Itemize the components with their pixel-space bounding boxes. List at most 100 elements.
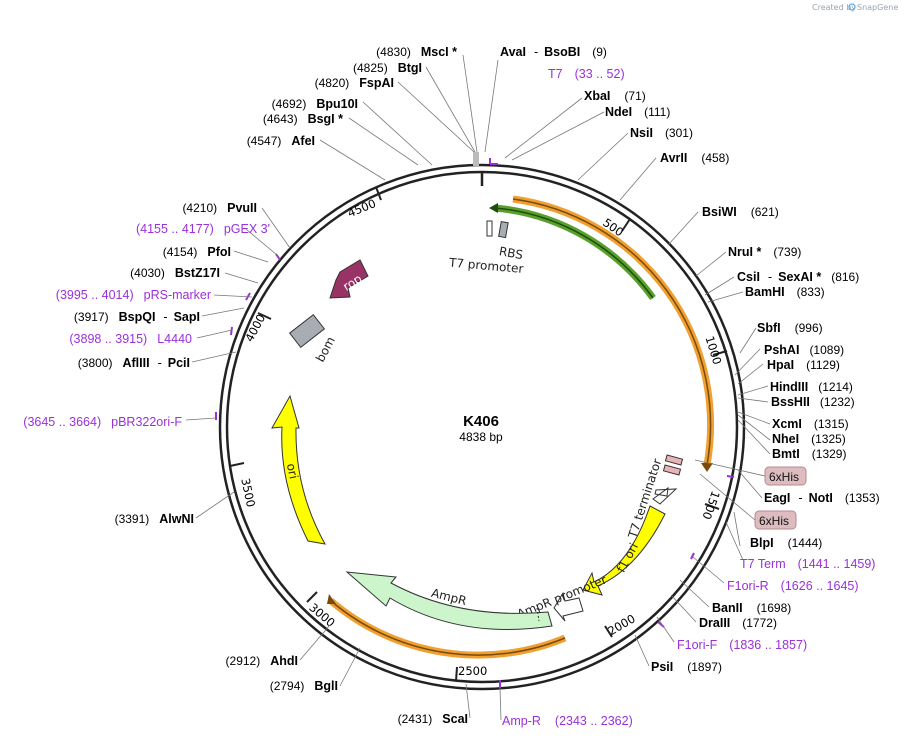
site-bgli-pos: (2794): [270, 679, 305, 693]
site-avrii-pos: (458): [701, 151, 729, 165]
snapgene-logo-icon: [848, 3, 856, 11]
site-nsii-pos: (301): [665, 126, 693, 140]
svg-text:AvaI-BsoBI(9): AvaI-BsoBI(9): [500, 45, 607, 59]
tick-label-2000: 2000: [605, 611, 637, 638]
rbs-box: [498, 221, 509, 239]
site-sbfi[interactable]: SbfI: [757, 321, 781, 335]
site-bsiwi[interactable]: BsiWI: [702, 205, 737, 219]
credit-prefix: Created by: [812, 3, 856, 12]
primer-pbr322ori-f[interactable]: pBR322ori-F: [111, 415, 182, 429]
site-csii[interactable]: CsiI: [737, 270, 760, 284]
site-afei-pos: (4547): [247, 134, 282, 148]
svg-text:BanII(1698): BanII(1698): [712, 601, 791, 615]
primer-pgex3[interactable]: pGEX 3': [224, 222, 270, 236]
primer-f1ori-r[interactable]: F1ori-R: [727, 579, 769, 593]
site-sapi[interactable]: SapI: [174, 310, 200, 324]
site-sexai[interactable]: SexAI *: [778, 270, 821, 284]
site-xcmi[interactable]: XcmI: [772, 417, 802, 431]
site-eagi[interactable]: EagI: [764, 491, 790, 505]
primer-pgex3-range: (4155 .. 4177): [136, 222, 214, 236]
his-tag-box-1: [664, 454, 684, 466]
svg-text:(3917)BspQI-SapI: (3917)BspQI-SapI: [74, 310, 200, 324]
site-btgi[interactable]: BtgI: [398, 61, 422, 75]
site-bsshii[interactable]: BssHII: [771, 395, 810, 409]
t7-terminator-arrow: [652, 486, 678, 505]
site-afei[interactable]: AfeI: [291, 134, 315, 148]
site-banii[interactable]: BanII: [712, 601, 743, 615]
site-bgli[interactable]: BglI: [314, 679, 338, 693]
site-pfoi[interactable]: PfoI: [207, 245, 231, 259]
site-bsgi[interactable]: BsgI *: [308, 112, 344, 126]
site-bpu10i-pos: (4692): [272, 97, 307, 111]
svg-text:NheI(1325): NheI(1325): [772, 432, 846, 446]
site-bsobi[interactable]: BsoBI: [544, 45, 580, 59]
primer-t7-term[interactable]: T7 Term: [740, 557, 786, 571]
svg-text:HpaI(1129): HpaI(1129): [767, 358, 840, 372]
site-pshai[interactable]: PshAI: [764, 343, 799, 357]
orf-arc-upper: [512, 198, 712, 466]
svg-text:BssHII(1232): BssHII(1232): [771, 395, 855, 409]
site-avai[interactable]: AvaI: [500, 45, 526, 59]
svg-text:DraIII(1772): DraIII(1772): [699, 616, 777, 630]
svg-text:T7(33 .. 52): T7(33 .. 52): [548, 67, 625, 81]
site-msci[interactable]: MscI *: [421, 45, 457, 59]
site-pvuii[interactable]: PvuII: [227, 201, 257, 215]
green-orf-arc-line: [494, 207, 654, 299]
primer-amp-r[interactable]: Amp-R: [502, 714, 541, 728]
site-afliii[interactable]: AflIII: [122, 356, 149, 370]
site-nrui[interactable]: NruI *: [728, 245, 761, 259]
site-draiii[interactable]: DraIII: [699, 616, 730, 630]
site-bstz17i[interactable]: BstZ17I: [175, 266, 220, 280]
svg-text:(4030)BstZ17I: (4030) BstZ17I: [130, 266, 220, 280]
site-nsii[interactable]: NsiI: [630, 126, 653, 140]
site-nhei[interactable]: NheI: [772, 432, 799, 446]
site-scai[interactable]: ScaI: [442, 712, 468, 726]
svg-text:(3645 .. 3664)pBR322ori-F: (3645 .. 3664)pBR322ori-F: [23, 415, 182, 429]
site-pfoi-pos: (4154): [163, 245, 198, 259]
credit-brand: SnapGene: [857, 3, 898, 12]
svg-text:(4155 .. 4177)pGEX 3': (4155 .. 4177) pGEX 3': [136, 222, 270, 236]
svg-text:SbfI(996): SbfI (996): [757, 321, 823, 335]
primer-f1ori-f[interactable]: F1ori-F: [677, 638, 718, 652]
site-bpu10i[interactable]: Bpu10I: [316, 97, 358, 111]
ori-label: ori: [284, 462, 301, 480]
site-alwni[interactable]: AlwNI: [159, 512, 194, 526]
site-ndei[interactable]: NdeI: [605, 105, 632, 119]
site-xbai-pos: (71): [624, 89, 645, 103]
site-bspqi[interactable]: BspQI: [119, 310, 156, 324]
svg-text:BsiWI(621): BsiWI(621): [702, 205, 779, 219]
site-xcmi-pos: (1315): [814, 417, 849, 431]
svg-text:F1ori-R(1626 .. 1645): F1ori-R(1626 .. 1645): [727, 579, 859, 593]
site-pvuii-pos: (4210): [182, 201, 217, 215]
site-pcii[interactable]: PciI: [168, 356, 190, 370]
site-hindiii[interactable]: HindIII: [770, 380, 808, 394]
orf-arc-lower-head: [327, 594, 336, 604]
site-ahdi[interactable]: AhdI: [270, 654, 298, 668]
site-hpai[interactable]: HpaI: [767, 358, 794, 372]
site-bmti[interactable]: BmtI: [772, 447, 800, 461]
site-avrii[interactable]: AvrII: [660, 151, 687, 165]
site-msci-pos: (4830): [376, 45, 411, 59]
svg-text:NruI *(739): NruI *(739): [728, 245, 801, 259]
svg-text:(4154)PfoI: (4154) PfoI: [163, 245, 231, 259]
svg-text:BmtI(1329): BmtI(1329): [772, 447, 846, 461]
site-bstz17i-pos: (4030): [130, 266, 165, 280]
site-xbai[interactable]: XbaI: [584, 89, 610, 103]
primer-t7[interactable]: T7: [548, 67, 563, 81]
site-sbfi-pos: (996): [795, 321, 823, 335]
primer-prs-marker[interactable]: pRS-marker: [144, 288, 211, 302]
site-bamhi[interactable]: BamHI: [745, 285, 785, 299]
site-fspai[interactable]: FspAI: [359, 76, 394, 90]
bom-label: bom: [313, 334, 338, 364]
primer-l4440[interactable]: L4440: [157, 332, 192, 346]
svg-text:(2912)AhdI: (2912)AhdI: [226, 654, 298, 668]
site-blpi[interactable]: BlpI: [750, 536, 774, 550]
site-noti[interactable]: NotI: [809, 491, 833, 505]
site-ndei-pos: (111): [644, 105, 670, 119]
site-hindiii-pos: (1214): [818, 380, 853, 394]
orf-arc-upper-head: [701, 463, 713, 472]
svg-text:PshAI(1089): PshAI(1089): [764, 343, 844, 357]
f1-ori-label: f1 ori: [614, 541, 641, 575]
site-afliii-pos: (3800): [78, 356, 113, 370]
site-psii[interactable]: PsiI: [651, 660, 673, 674]
